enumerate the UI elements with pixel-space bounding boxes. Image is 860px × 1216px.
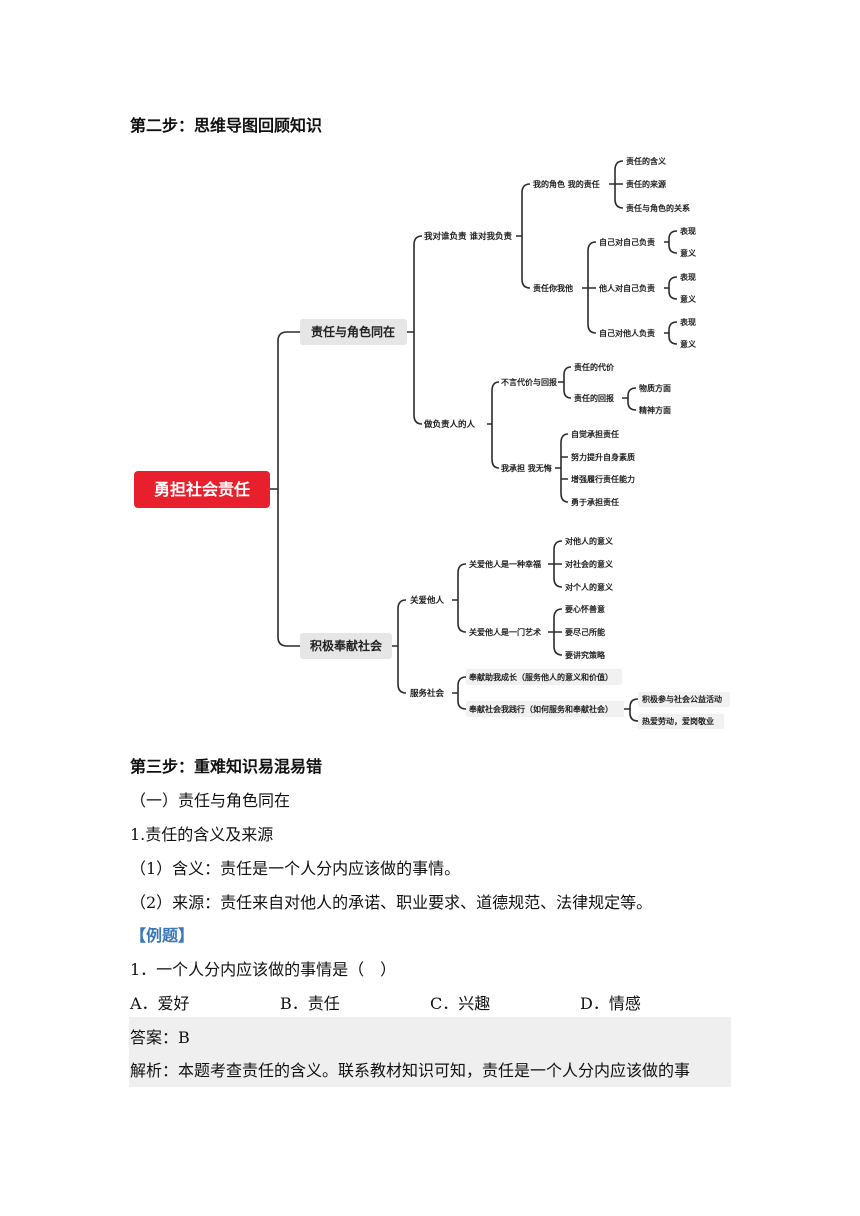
section-title: （一）责任与角色同在 xyxy=(130,791,291,810)
connector xyxy=(582,241,597,334)
leaf-node: 勇于承担责任 xyxy=(571,497,619,507)
b1-c1-d2-e3-node: 自己对他人负责 xyxy=(599,328,655,338)
leaf-node: 表现 xyxy=(679,317,696,327)
step3-heading: 第三步：重难知识易混易错 xyxy=(130,757,323,776)
b1-c1-d2-e1-node: 自己对自己负责 xyxy=(599,237,655,247)
b2-node-bg xyxy=(300,633,392,659)
connector xyxy=(664,276,678,300)
leaf-node: 意义 xyxy=(680,339,697,349)
connector xyxy=(392,599,407,694)
leaf-node: 表现 xyxy=(679,226,696,236)
b1-c2-d1-e2-node: 责任的回报 xyxy=(574,393,614,403)
b2-c2-d1-node: 奉献助我成长（服务他人的意义和价值） xyxy=(468,672,613,682)
option-b: B．责任 xyxy=(280,994,340,1013)
leaf-node: 对他人的意义 xyxy=(565,536,614,546)
b2-c2-d2-node: 奉献社会我践行（如何服务和奉献社会） xyxy=(468,704,613,714)
leaf-node: 意义 xyxy=(680,294,697,304)
connector xyxy=(270,331,300,647)
connector xyxy=(622,387,637,411)
b1-c2-node: 做负责人的人 xyxy=(423,419,476,430)
leaf-node: 努力提升自身素质 xyxy=(571,452,635,462)
question-text: 1．一个人分内应该做的事情是（ ） xyxy=(130,960,397,979)
root-node-bg xyxy=(134,471,270,508)
leaf-node: 积极参与社会公益活动 xyxy=(642,694,722,704)
leaf-node: 对个人的意义 xyxy=(565,582,614,592)
connector xyxy=(452,563,467,633)
leaf-node: 热爱劳动，爱岗敬业 xyxy=(642,716,714,726)
b2-c2-d1-bg xyxy=(466,669,622,685)
leaf-node: 自觉承担责任 xyxy=(571,429,619,439)
b1-c1-d2-e2-node: 他人对自己负责 xyxy=(598,283,655,293)
b1-c2-d2-node: 我承担 我无悔 xyxy=(501,463,552,473)
b2-c2-d2-bg xyxy=(466,701,624,717)
connector xyxy=(407,235,423,425)
b1-node: 责任与角色同在 xyxy=(311,324,395,339)
answer-box xyxy=(129,1017,731,1087)
connector xyxy=(555,433,569,503)
connector xyxy=(548,540,563,588)
leaf-node: 要尽己所能 xyxy=(565,627,605,637)
b1-c2-d1-node: 不言代价与回报 xyxy=(501,377,557,387)
connector xyxy=(548,608,563,656)
connector xyxy=(487,381,500,469)
example-label: 【例题】 xyxy=(130,926,195,945)
b2-leaf-bg xyxy=(638,692,730,707)
connector xyxy=(558,366,572,399)
connector xyxy=(609,160,624,209)
step2-heading: 第二步：思维导图回顾知识 xyxy=(130,116,323,135)
b2-c1-node: 关爱他人 xyxy=(410,595,445,606)
option-a: A．爱好 xyxy=(130,994,190,1013)
b1-c1-node: 我对谁负责 谁对我负责 xyxy=(424,231,512,242)
leaf-node: 要讲究策略 xyxy=(565,650,606,660)
answer-text: 答案：B xyxy=(130,1028,190,1047)
definition-meaning: （1）含义：责任是一个人分内应该做的事情。 xyxy=(130,859,461,878)
b1-node-bg xyxy=(300,319,407,345)
leaf-node: 责任的含义 xyxy=(626,156,667,166)
analysis-text: 解析：本题考查责任的含义。联系教材知识可知，责任是一个人分内应该做的事 xyxy=(130,1061,691,1080)
definition-source: （2）来源：责任来自对他人的承诺、职业要求、道德规范、法律规定等。 xyxy=(130,893,653,912)
b1-c1-d1-node: 我的角色 我的责任 xyxy=(533,179,600,189)
b1-c1-d2-node: 责任你我他 xyxy=(533,283,573,293)
b2-leaf-bg xyxy=(638,714,724,729)
b2-c1-d2-node: 关爱他人是一门艺术 xyxy=(469,627,541,637)
option-d: D．情感 xyxy=(580,994,641,1013)
connector xyxy=(664,230,678,254)
connector xyxy=(624,698,639,722)
b2-c2-node: 服务社会 xyxy=(410,688,445,699)
leaf-node: 物质方面 xyxy=(639,383,671,393)
connector xyxy=(452,676,467,710)
leaf-node: 增强履行责任能力 xyxy=(571,474,635,484)
option-c: C．兴趣 xyxy=(430,994,491,1013)
b2-c1-d1-node: 关爱他人是一种幸福 xyxy=(469,559,541,569)
b2-node: 积极奉献社会 xyxy=(310,638,383,653)
leaf-node: 责任的来源 xyxy=(626,179,666,189)
connector xyxy=(664,321,678,345)
leaf-node: 责任与角色的关系 xyxy=(626,203,690,213)
leaf-node: 要心怀善意 xyxy=(565,604,605,614)
connector xyxy=(516,183,531,289)
leaf-node: 表现 xyxy=(679,272,696,282)
leaf-node: 责任的代价 xyxy=(574,362,615,372)
root-node: 勇担社会责任 xyxy=(154,480,250,499)
leaf-node: 意义 xyxy=(680,248,697,258)
point-title: 1.责任的含义及来源 xyxy=(130,825,274,844)
leaf-node: 精神方面 xyxy=(639,405,671,415)
leaf-node: 对社会的意义 xyxy=(565,559,614,569)
